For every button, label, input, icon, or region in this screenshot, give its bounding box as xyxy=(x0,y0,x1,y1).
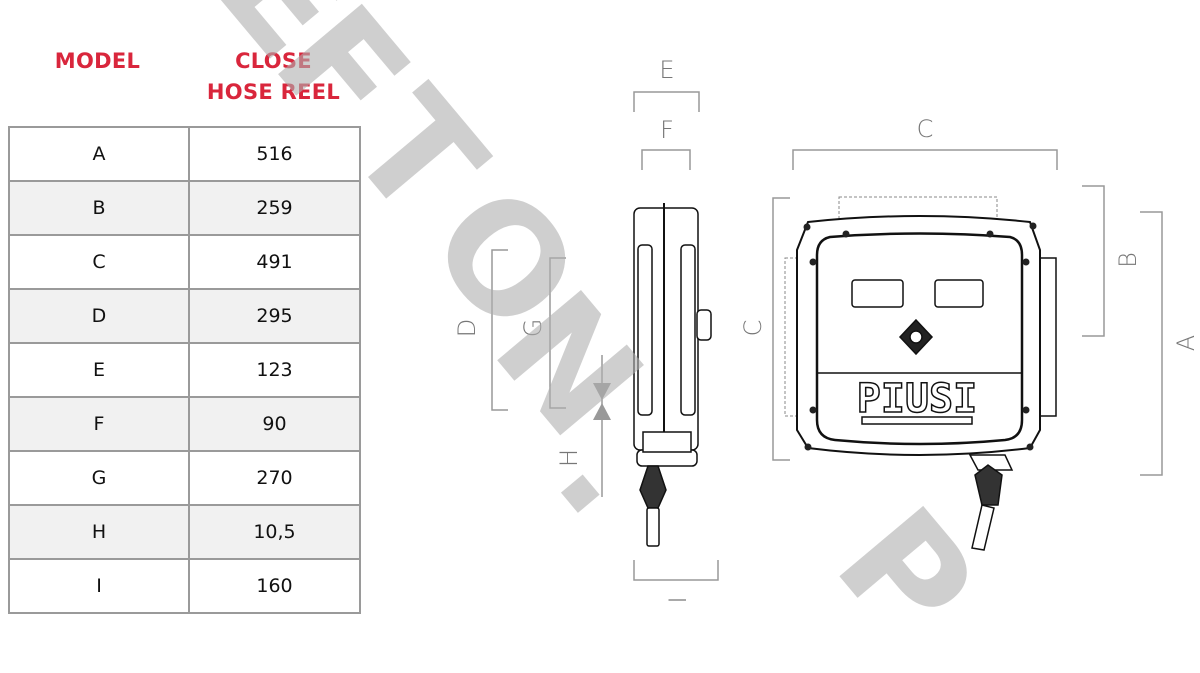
value-cell: 491 xyxy=(188,234,361,290)
model-cell: D xyxy=(8,288,190,344)
dimension-lines xyxy=(491,91,1163,581)
value-cell: 123 xyxy=(188,342,361,398)
model-cell: F xyxy=(8,396,190,452)
dim-e-bracket xyxy=(633,91,700,112)
dim-label-d: D xyxy=(453,319,481,337)
value-cell: 90 xyxy=(188,396,361,452)
dim-label-c-side: C xyxy=(739,320,767,337)
dim-d-bracket xyxy=(491,249,508,411)
dim-label-e: E xyxy=(659,56,674,84)
dim-c-side-bracket xyxy=(772,197,790,461)
column-header-model: MODEL xyxy=(54,49,141,73)
model-cell: H xyxy=(8,504,190,560)
dim-label-a: A xyxy=(1172,335,1200,351)
model-cell: C xyxy=(8,234,190,290)
technical-drawing: E F C C B A D G H I xyxy=(453,56,1200,604)
model-cell: E xyxy=(8,342,190,398)
column-header-close-hose-reel: CLOSE HOSE REEL xyxy=(196,46,351,108)
model-cell: I xyxy=(8,558,190,614)
dim-f-bracket xyxy=(641,149,691,170)
dim-label-h: H xyxy=(555,449,583,467)
front-view xyxy=(784,196,1057,551)
value-cell: 259 xyxy=(188,180,361,236)
dim-g-bracket xyxy=(549,257,566,409)
value-cell: 160 xyxy=(188,558,361,614)
dim-c-top-bracket xyxy=(792,149,1058,170)
dim-label-b: B xyxy=(1114,252,1142,268)
dim-label-g: G xyxy=(519,319,547,338)
dim-label-i: I xyxy=(664,596,692,603)
display-window-left xyxy=(851,279,904,308)
model-cell: G xyxy=(8,450,190,506)
header-line-2: HOSE REEL xyxy=(206,80,341,104)
value-cell: 10,5 xyxy=(188,504,361,560)
value-cell: 295 xyxy=(188,288,361,344)
brand-logo: PIUSI xyxy=(857,376,977,422)
model-cell: B xyxy=(8,180,190,236)
dim-b-bracket xyxy=(1082,185,1105,337)
display-window-right xyxy=(934,279,984,308)
value-cell: 516 xyxy=(188,126,361,182)
side-view xyxy=(633,203,712,547)
dim-label-c-top: C xyxy=(917,115,934,143)
dim-label-f: F xyxy=(660,116,674,144)
model-cell: A xyxy=(8,126,190,182)
value-cell: 270 xyxy=(188,450,361,506)
dim-h-arrows xyxy=(593,383,611,420)
header-line-1: CLOSE xyxy=(235,49,312,73)
dim-a-bracket xyxy=(1140,211,1163,476)
dim-i-bracket xyxy=(633,560,719,581)
front-screws xyxy=(803,222,1037,451)
